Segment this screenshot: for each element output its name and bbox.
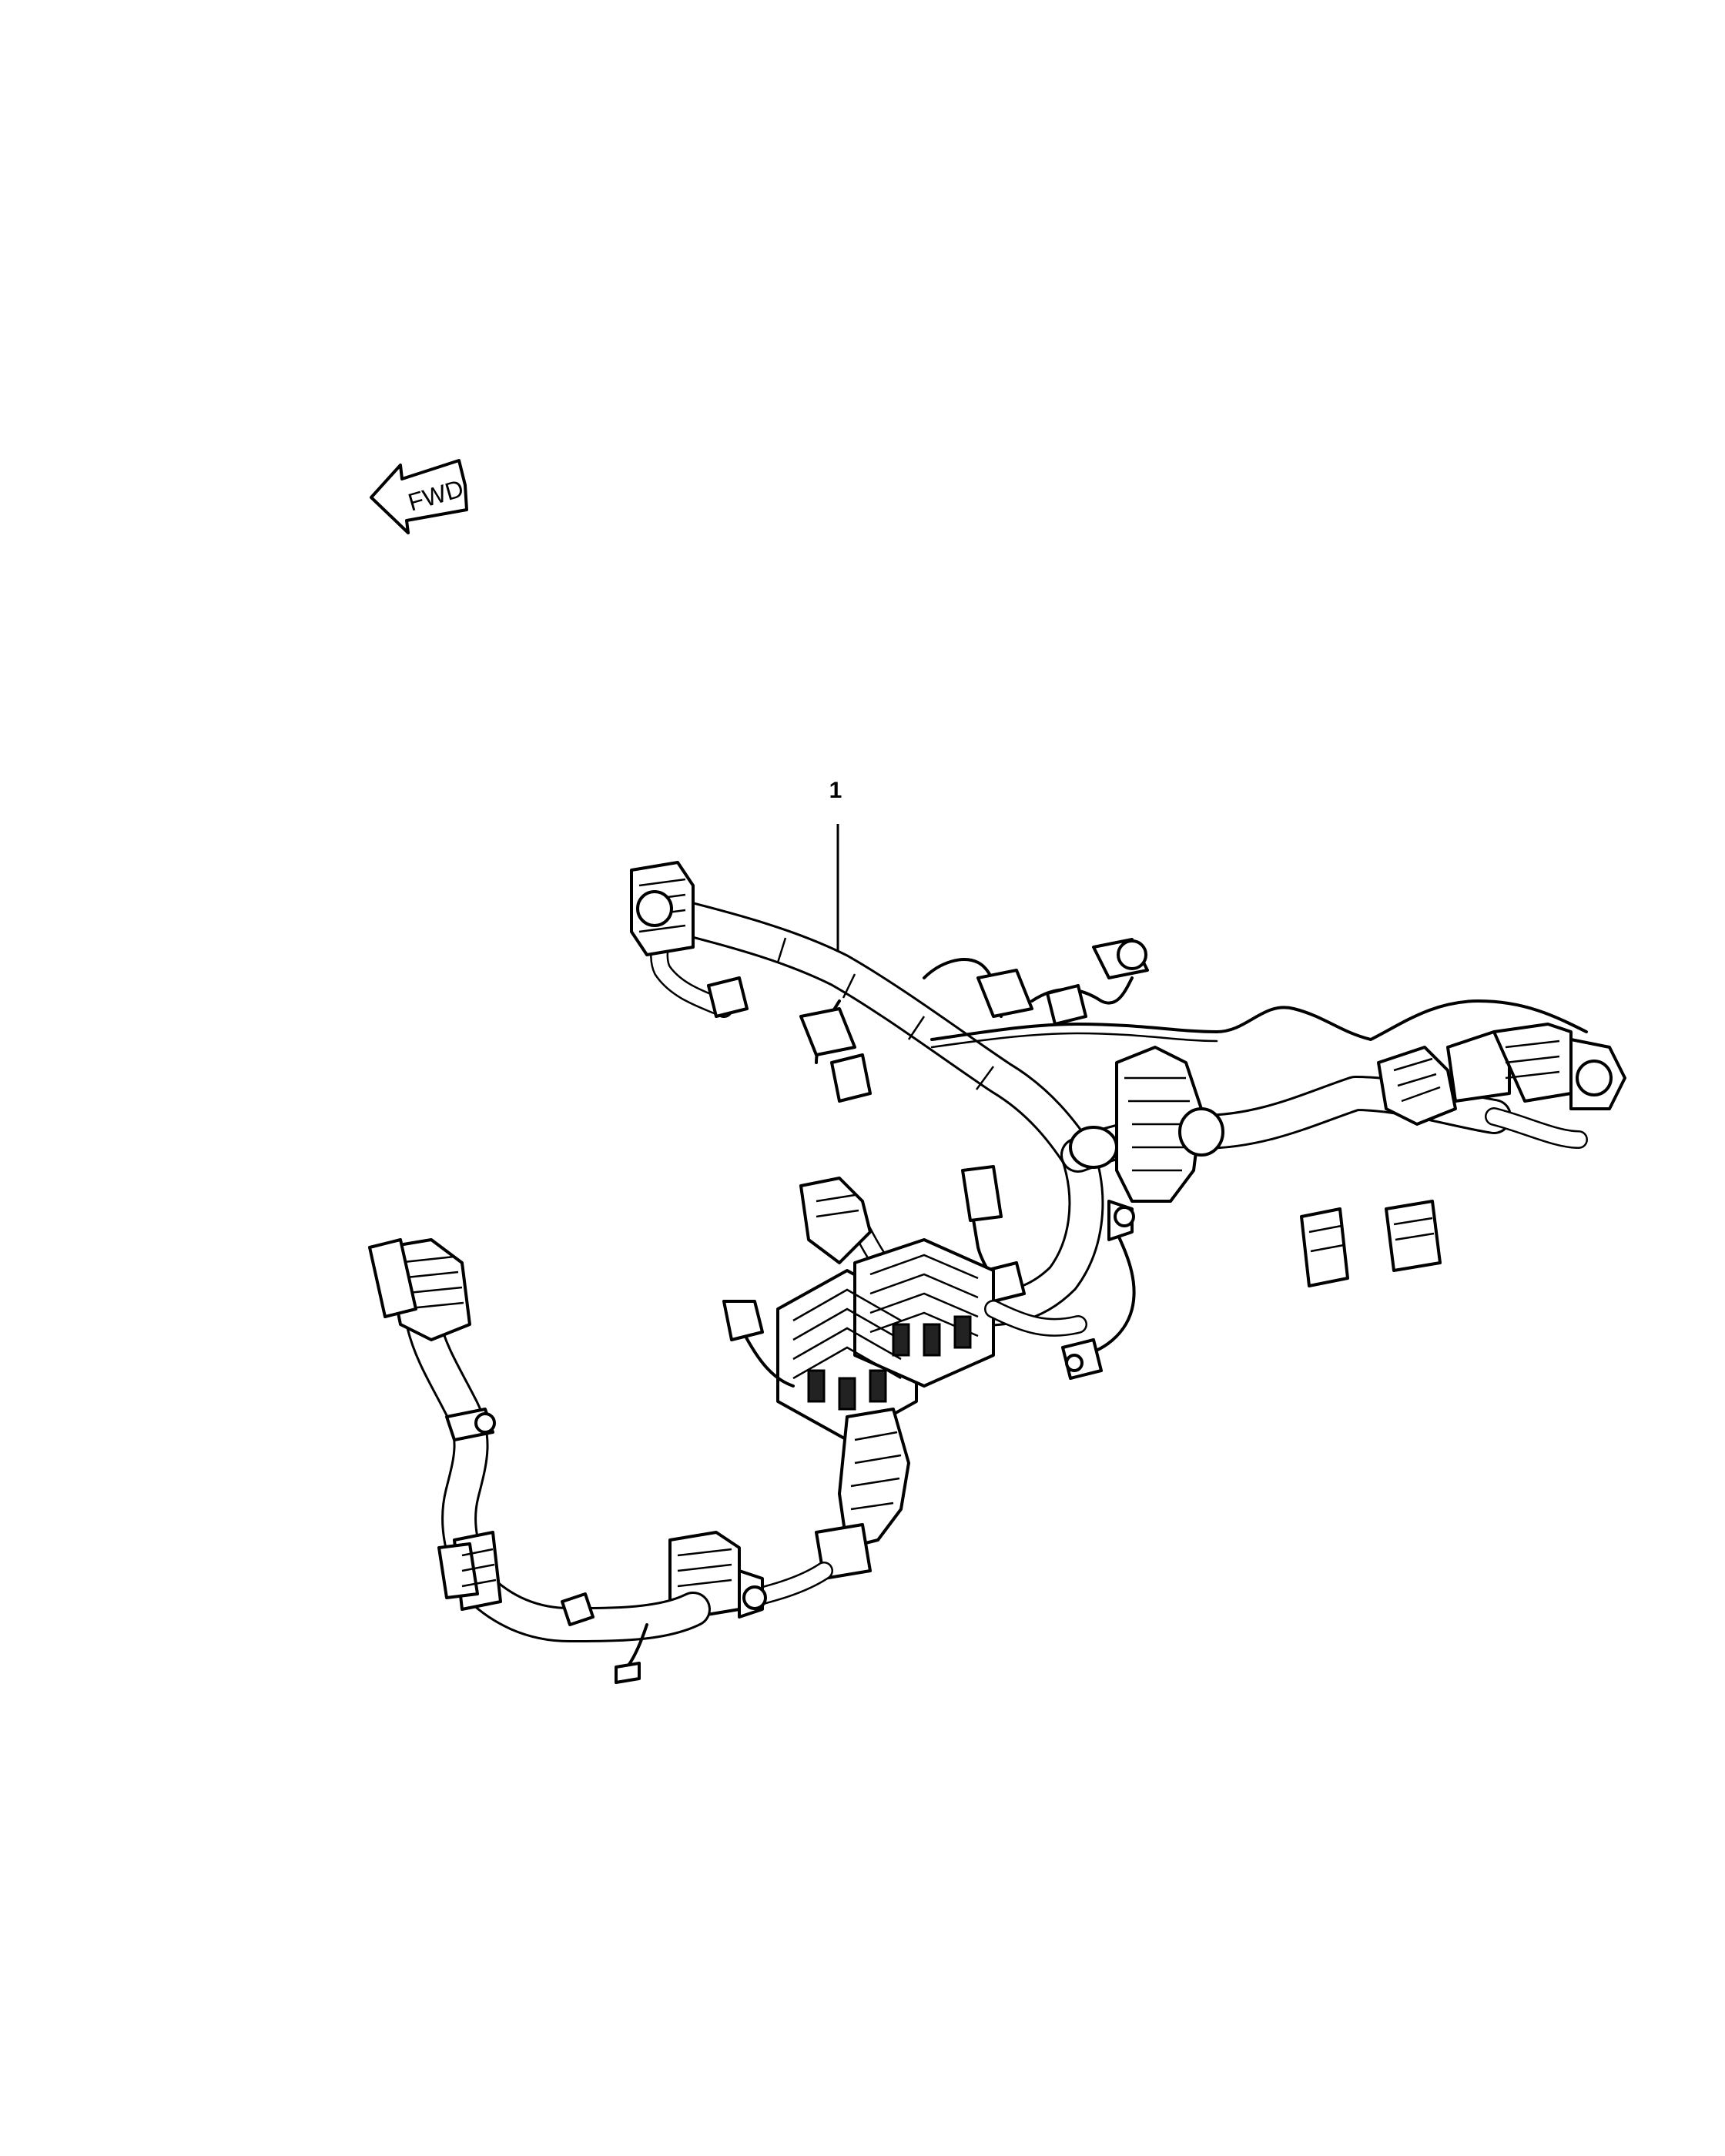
upper-wire-branch xyxy=(930,999,1588,1041)
left-vertical-branch xyxy=(368,1238,595,1626)
left-pigtail-connector xyxy=(722,1300,795,1388)
lower-right-wires xyxy=(984,1200,1136,1380)
fuse-relay-box xyxy=(776,1238,995,1441)
upper-trunk-connectors xyxy=(799,938,1149,1103)
upper-left-connector xyxy=(630,861,749,1018)
firewall-grommet xyxy=(1069,1046,1224,1203)
right-connector-cluster xyxy=(1300,1023,1626,1287)
lower-conduit xyxy=(730,1408,910,1611)
fwd-arrow-icon: FWD xyxy=(370,459,468,534)
callout-1: 1 xyxy=(829,778,842,966)
callout-label: 1 xyxy=(829,778,842,803)
main-trunk xyxy=(660,899,1096,1173)
wiring-harness xyxy=(368,861,1626,1684)
